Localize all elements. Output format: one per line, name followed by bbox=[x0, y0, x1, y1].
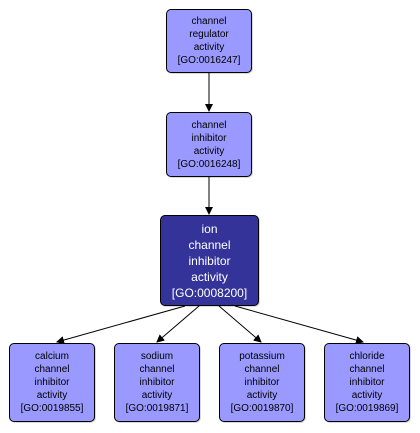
node-calcium-channel-inhibitor-activity[interactable]: calcium channel inhibitor activity [GO:0… bbox=[9, 343, 95, 422]
node-go-id: [GO:0019855] bbox=[20, 403, 84, 414]
node-label-line: channel bbox=[34, 364, 70, 375]
node-label-line: calcium bbox=[35, 351, 69, 362]
node-label-line: channel bbox=[191, 16, 227, 27]
node-label-line: inhibitor bbox=[244, 377, 280, 388]
node-go-id: [GO:0008200] bbox=[171, 285, 248, 300]
node-label-line: inhibitor bbox=[139, 377, 175, 388]
node-label-line: regulator bbox=[189, 29, 229, 40]
node-label-line: sodium bbox=[140, 351, 174, 362]
node-go-id: [GO:0016248] bbox=[177, 158, 241, 170]
node-label-line: activity bbox=[193, 145, 225, 157]
node-label-line: activity bbox=[193, 42, 225, 53]
node-label-line: activity bbox=[246, 390, 278, 401]
node-label-line: channel bbox=[191, 119, 227, 131]
node-label-line: activity bbox=[141, 390, 173, 401]
node-label-line: activity bbox=[36, 390, 68, 401]
edge-ion-to-potassium bbox=[218, 305, 262, 343]
node-chloride-channel-inhibitor-activity[interactable]: chloride channel inhibitor activity [GO:… bbox=[324, 343, 410, 422]
node-go-id: [GO:0016247] bbox=[177, 55, 241, 66]
edge-ion-to-sodium bbox=[156, 305, 200, 343]
node-label-line: activity bbox=[351, 390, 383, 401]
node-go-id: [GO:0019869] bbox=[335, 403, 399, 414]
node-channel-regulator-activity[interactable]: channel regulator activity [GO:0016247] bbox=[166, 9, 252, 73]
node-label-line: potassium bbox=[239, 351, 285, 362]
node-label-line: channel bbox=[349, 364, 385, 375]
node-label-line: inhibitor bbox=[34, 377, 70, 388]
edge-ion-to-calcium bbox=[56, 305, 186, 344]
node-channel-inhibitor-activity[interactable]: channel inhibitor activity [GO:0016248] bbox=[166, 112, 252, 177]
node-label-line: channel bbox=[139, 364, 175, 375]
node-label-line: activity bbox=[191, 269, 228, 284]
node-label-line: inhibitor bbox=[188, 253, 231, 268]
edge-ion-to-chloride bbox=[234, 305, 364, 344]
node-go-id: [GO:0019871] bbox=[125, 403, 189, 414]
node-label-line: channel bbox=[188, 237, 231, 252]
node-label-line: inhibitor bbox=[349, 377, 385, 388]
node-go-id: [GO:0019870] bbox=[230, 403, 294, 414]
node-sodium-channel-inhibitor-activity[interactable]: sodium channel inhibitor activity [GO:00… bbox=[114, 343, 200, 422]
node-label-line: ion bbox=[201, 221, 218, 236]
node-potassium-channel-inhibitor-activity[interactable]: potassium channel inhibitor activity [GO… bbox=[219, 343, 305, 422]
node-ion-channel-inhibitor-activity[interactable]: ion channel inhibitor activity [GO:00082… bbox=[160, 215, 259, 306]
node-label-line: channel bbox=[244, 364, 280, 375]
node-label-line: inhibitor bbox=[191, 132, 227, 144]
node-label-line: chloride bbox=[349, 351, 385, 362]
